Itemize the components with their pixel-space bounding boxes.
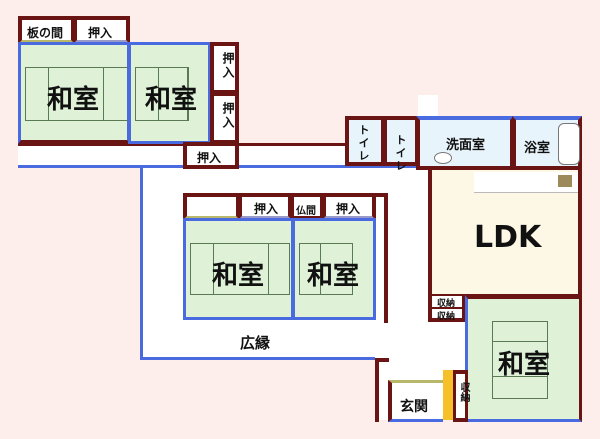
closet-right-2: 押入 [210, 92, 239, 144]
sink-icon [434, 152, 452, 164]
room-toilet-2: トイレ [383, 116, 419, 173]
closet-ldk-1: 収納 [428, 294, 466, 309]
closet-right-1: 押入 [210, 42, 239, 94]
room-toilet-1: トイレ [345, 116, 385, 166]
closet-center-2: 押入 [322, 193, 376, 220]
hallway-entry-wall [375, 358, 389, 422]
room-butsuma: 仏間 [290, 193, 324, 220]
entrance-step [443, 370, 453, 420]
stove-icon [558, 175, 572, 187]
room-washitsu-4: 和室 [292, 218, 376, 320]
room-senmen: 洗面室 [416, 116, 514, 170]
closet-top: 押入 [73, 16, 130, 44]
room-ldk: LDK [428, 166, 582, 298]
room-washitsu-5: 和室 [465, 295, 582, 422]
center-right-wall [374, 193, 388, 323]
room-washitsu-2: 和室 [128, 42, 211, 144]
room-genkan: 玄関 [388, 380, 443, 422]
closet-center-1: 押入 [238, 193, 292, 220]
closet-genkan: 収納 [453, 370, 469, 422]
room-washitsu-3: 和室 [183, 218, 294, 320]
bathtub-icon [558, 123, 580, 165]
room-washitsu-1: 和室 [18, 42, 130, 144]
room-yokushitsu: 浴室 [512, 116, 582, 170]
room-itanoma: 板の間 [18, 16, 75, 44]
room-hiroen-label: 広縁 [240, 334, 271, 352]
alcove-blank [183, 193, 240, 220]
closet-ldk-2: 収納 [428, 307, 466, 322]
closet-right-3: 押入 [183, 142, 239, 169]
kitchen-counter [474, 172, 578, 193]
